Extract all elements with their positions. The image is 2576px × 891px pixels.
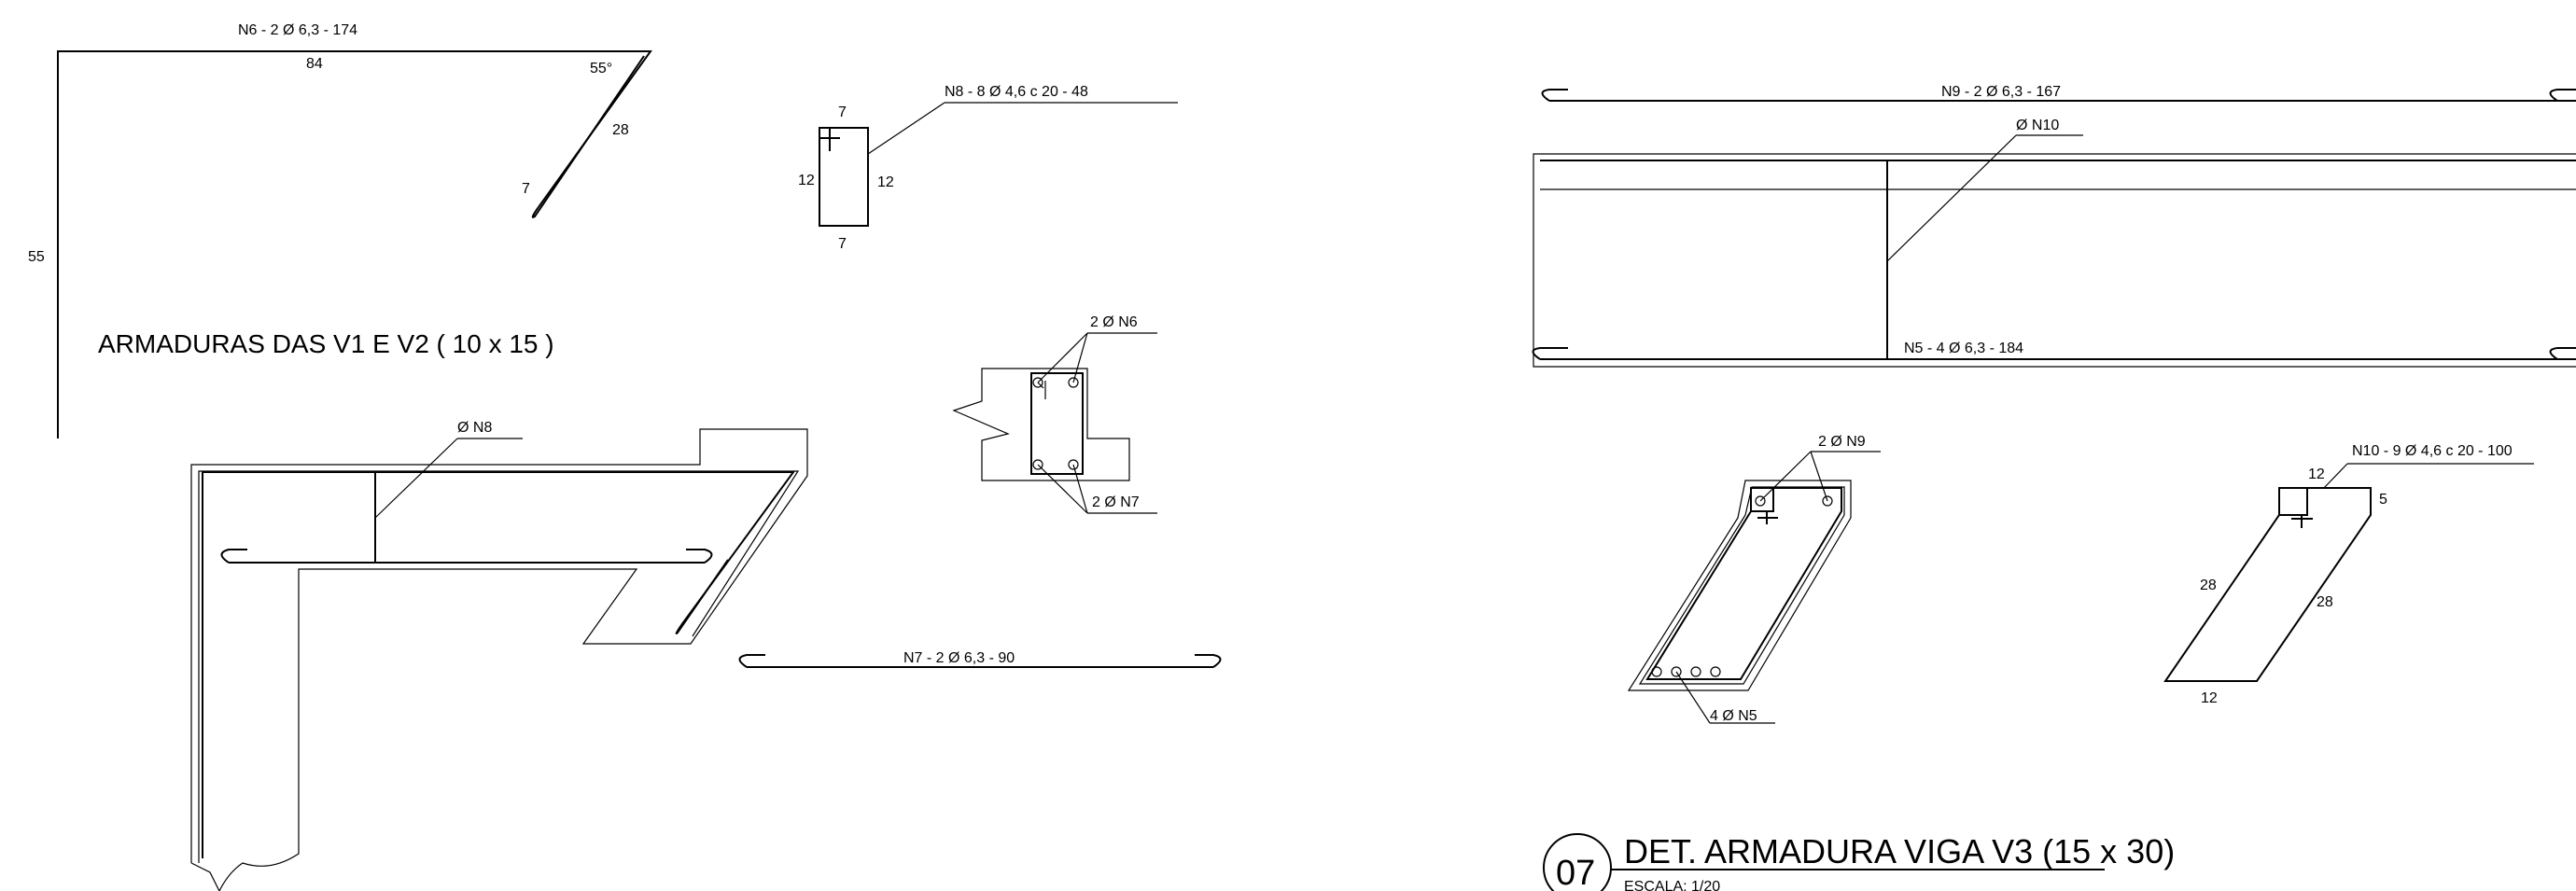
- n9-bar-shape: [1541, 89, 2576, 102]
- n6-callout: 2 Ø N6: [1090, 314, 1138, 330]
- n7-label: N7 - 2 Ø 6,3 - 90: [903, 650, 1015, 666]
- cross-section-v1-v2: [952, 332, 1157, 514]
- n6-angle: 55°: [590, 61, 612, 77]
- n10-dim-right: 5: [2379, 492, 2387, 508]
- beam-elevation-v1-v2: [190, 428, 808, 891]
- n6-dim-hook: 7: [522, 181, 530, 197]
- n9-section-callout: 2 Ø N9: [1818, 434, 1866, 450]
- n10-dim-top: 12: [2308, 466, 2325, 482]
- n8-stirrup-shape: [819, 102, 1178, 227]
- detail-scale: ESCALA: 1/20: [1624, 879, 1720, 891]
- n10-dim-left: 28: [2200, 578, 2217, 593]
- n10-stirrup-shape: [2163, 463, 2534, 682]
- n10-label: N10 - 9 Ø 4,6 c 20 - 100: [2352, 443, 2513, 459]
- n8-dim-right: 12: [877, 174, 894, 190]
- n7-callout: 2 Ø N7: [1092, 494, 1140, 510]
- section-title-v1-v2: ARMADURAS DAS V1 E V2 ( 10 x 15 ): [98, 329, 554, 358]
- n10-dim-diag: 28: [2317, 594, 2333, 610]
- n8-dim-bottom: 7: [838, 236, 847, 252]
- cross-section-v3: [1627, 451, 1881, 724]
- n6-dim-diag: 28: [612, 122, 629, 138]
- n6-bar-shape: [57, 50, 652, 439]
- beam-elevation-v3: [1532, 134, 2576, 368]
- detail-title: DET. ARMADURA VIGA V3 (15 x 30): [1624, 832, 2175, 870]
- n8-callout: Ø N8: [457, 420, 492, 436]
- n8-label: N8 - 8 Ø 4,6 c 20 - 48: [945, 84, 1088, 100]
- n10-dim-bottom: 12: [2201, 690, 2218, 706]
- n8-dim-left: 12: [798, 173, 815, 188]
- n9-label: N9 - 2 Ø 6,3 - 167: [1941, 84, 2061, 100]
- n8-dim-top: 7: [838, 104, 847, 120]
- n5-label: N5 - 4 Ø 6,3 - 184: [1904, 341, 2023, 356]
- n7-bar-shape: [738, 654, 1222, 668]
- n10-callout: Ø N10: [2016, 118, 2059, 133]
- n6-label: N6 - 2 Ø 6,3 - 174: [238, 22, 357, 38]
- n6-dim-left: 55: [28, 249, 45, 265]
- detail-number: 07: [1556, 854, 1595, 891]
- n6-dim-top: 84: [306, 56, 323, 72]
- detail-title-block: [1543, 833, 2105, 891]
- n5-section-callout: 4 Ø N5: [1710, 708, 1757, 724]
